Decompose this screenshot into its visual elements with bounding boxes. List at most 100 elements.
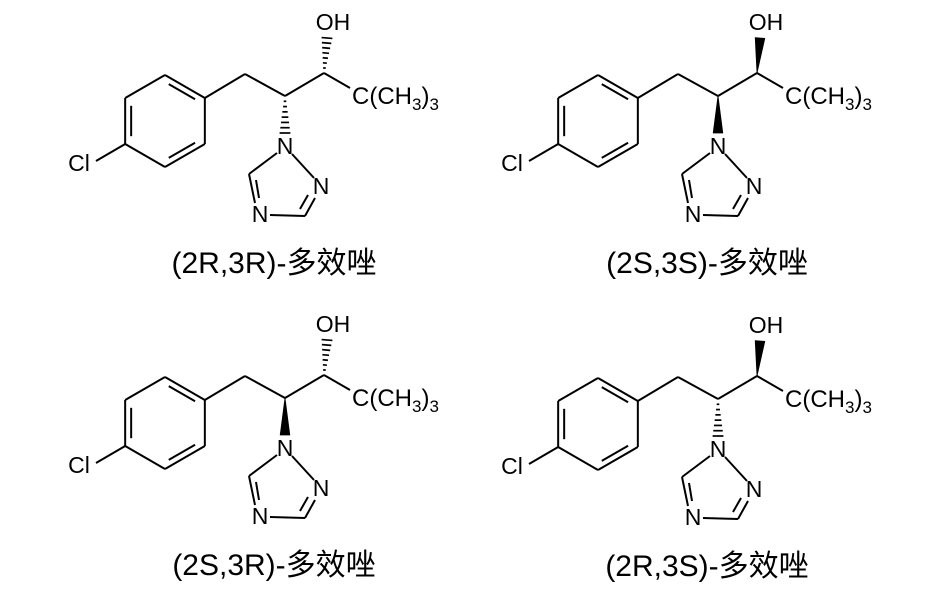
nitrogen-label-n1: N <box>277 435 294 461</box>
benzene-bond <box>124 445 166 470</box>
subscript-3: 3 <box>412 95 421 114</box>
triazole-double-bond <box>732 194 742 210</box>
nitrogen-label-n4: N <box>685 504 702 530</box>
subscript-3: 3 <box>845 95 854 114</box>
c3-oh-bond-hashed-wedge <box>321 36 333 69</box>
chlorine-label: Cl <box>501 150 523 176</box>
benzene-double-bond <box>601 444 629 462</box>
triazole-bond <box>248 454 278 477</box>
c3-oh-bond-hashed-wedge <box>321 338 333 371</box>
triazole-bond <box>681 173 689 204</box>
hash-stroke <box>322 353 330 357</box>
c-cl-bond <box>528 143 559 162</box>
subscript-3: 3 <box>862 95 871 114</box>
triazole-bond <box>291 153 315 179</box>
tert-butyl-label: C(CH3)3 <box>352 83 439 114</box>
triazole-bond <box>248 173 256 204</box>
tert-butyl-text: C(CH <box>785 83 845 110</box>
nitrogen-label-n1: N <box>277 133 294 159</box>
benzene-bond <box>124 376 166 401</box>
tert-butyl-text: ) <box>421 385 429 412</box>
isomer-name-label: (2R,3S)-多效唑 <box>605 550 808 583</box>
c3-oh-bond-solid-wedge <box>754 340 766 377</box>
c2-c3-bond <box>717 72 758 97</box>
isomer-name-label: (2R,3R)-多效唑 <box>171 247 376 280</box>
triazole-double-bond <box>299 194 309 210</box>
tert-butyl-label: C(CH3)3 <box>352 385 439 416</box>
hash-stroke <box>322 51 330 55</box>
benzene-bond <box>164 445 206 470</box>
triazole-bond <box>737 197 749 217</box>
hash-stroke <box>322 46 331 50</box>
aryl-ch2-bond <box>637 376 679 402</box>
benzene-double-bond <box>601 141 629 159</box>
triazole-bond <box>304 197 316 217</box>
subscript-3: 3 <box>845 398 854 417</box>
ch2-c2-bond <box>677 73 719 97</box>
c2-n-bond-hashed-wedge <box>279 100 291 134</box>
c3-tert-butyl-bond <box>756 375 784 392</box>
benzene-bond <box>164 74 206 99</box>
c2-c3-bond <box>284 374 325 399</box>
hash-stroke <box>321 343 332 347</box>
tert-butyl-text: C(CH <box>352 83 412 110</box>
triazole-double-bond <box>688 179 693 199</box>
triazole-bond <box>269 214 306 217</box>
c2-c3-bond <box>717 375 758 400</box>
benzene-bond <box>557 377 599 402</box>
nitrogen-label-n2: N <box>746 476 763 502</box>
c2-n-bond-solid-wedge <box>279 397 291 436</box>
triazole-bond <box>702 214 739 217</box>
benzene-double-bond <box>168 443 196 461</box>
triazole-bond <box>681 476 689 507</box>
ch2-c2-bond <box>244 73 286 97</box>
isomer-name-label: (2S,3R)-多效唑 <box>172 549 375 582</box>
aryl-ch2-bond <box>204 375 246 401</box>
triazole-double-bond <box>299 496 309 512</box>
benzene-bond <box>597 143 639 168</box>
benzene-bond <box>164 376 206 401</box>
c-cl-bond <box>95 143 126 162</box>
tert-butyl-text: C(CH <box>352 385 412 412</box>
chlorine-label: Cl <box>68 150 90 176</box>
triazole-bond <box>681 455 711 478</box>
hydroxyl-label: OH <box>749 9 784 35</box>
benzene-bond <box>557 446 599 471</box>
c2-n-bond-hashed-wedge <box>712 403 724 437</box>
triazole-double-bond <box>255 481 260 501</box>
tert-butyl-text: ) <box>854 386 862 413</box>
tert-butyl-text: ) <box>421 83 429 110</box>
c2-n-bond-solid-wedge <box>712 95 724 134</box>
hydroxyl-label: OH <box>316 311 351 337</box>
ch2-c2-bond <box>244 375 286 399</box>
benzene-bond <box>557 74 599 99</box>
triazole-bond <box>304 499 316 519</box>
chlorine-label: Cl <box>68 452 90 478</box>
tert-butyl-label: C(CH3)3 <box>785 386 872 417</box>
nitrogen-label-n2: N <box>313 173 330 199</box>
benzene-bond <box>557 143 599 168</box>
hash-stroke <box>321 338 333 342</box>
triazole-double-bond <box>688 482 693 502</box>
benzene-bond <box>164 143 206 168</box>
c3-tert-butyl-bond <box>323 374 351 391</box>
nitrogen-label-n1: N <box>710 436 727 462</box>
triazole-bond <box>269 516 306 519</box>
benzene-bond <box>597 377 639 402</box>
hash-stroke <box>321 36 333 40</box>
subscript-3: 3 <box>429 397 438 416</box>
benzene-double-bond <box>168 141 196 159</box>
benzene-double-bond <box>168 385 196 403</box>
hydroxyl-label: OH <box>316 9 351 35</box>
subscript-3: 3 <box>429 95 438 114</box>
triazole-bond <box>248 475 256 506</box>
subscript-3: 3 <box>412 397 421 416</box>
nitrogen-label-n4: N <box>252 503 269 529</box>
benzene-bond <box>597 74 639 99</box>
